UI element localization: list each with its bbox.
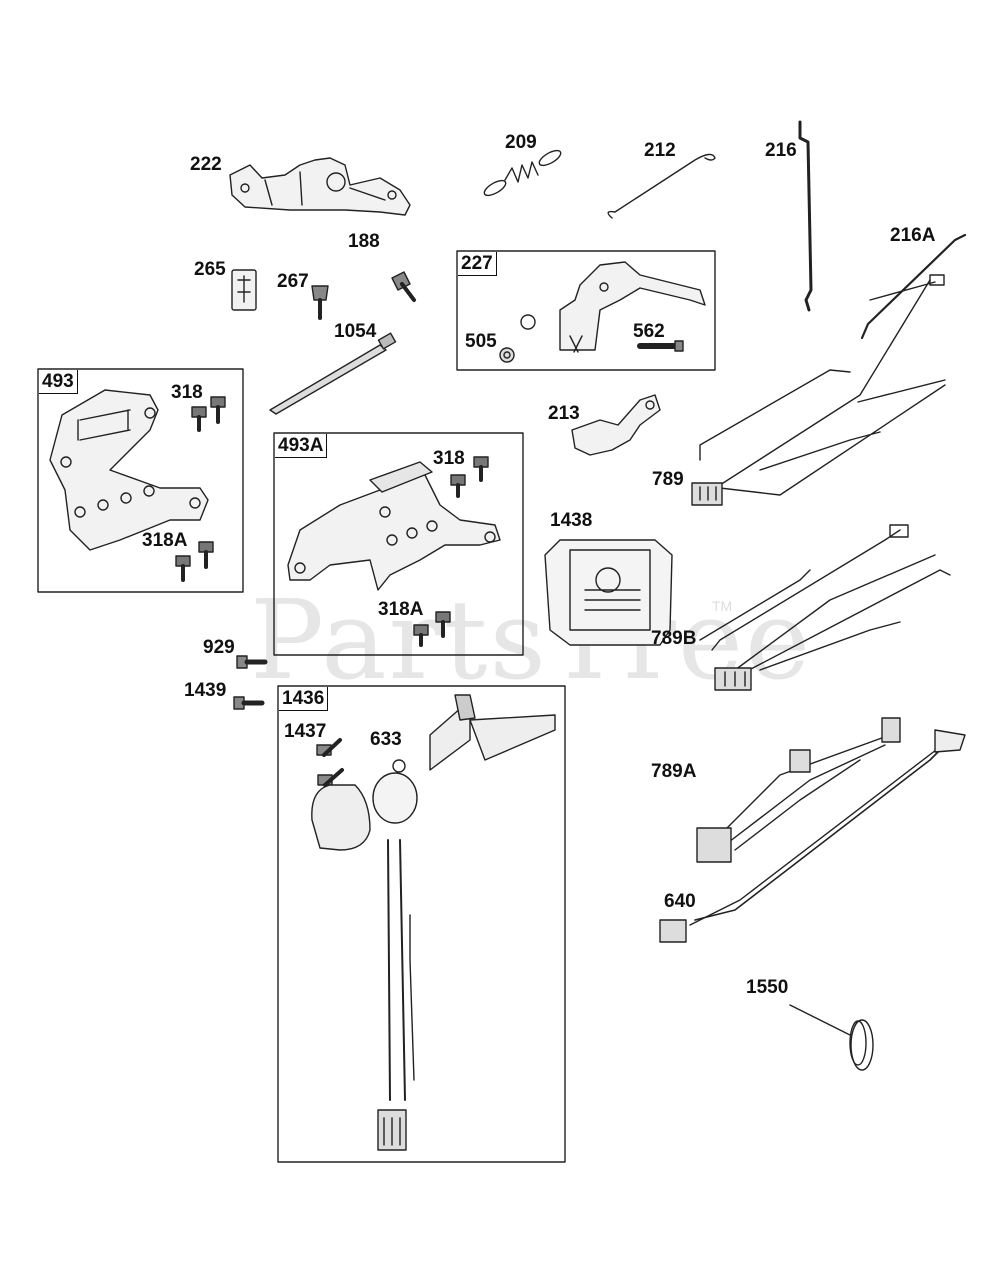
part-633-washer bbox=[392, 759, 406, 773]
label-212[interactable]: 212 bbox=[644, 140, 676, 161]
part-1436-switch bbox=[311, 694, 556, 1151]
part-1438-module bbox=[544, 539, 673, 646]
part-318-screw-set-a bbox=[191, 396, 226, 432]
label-318-a[interactable]: 318 bbox=[171, 382, 203, 403]
label-789A[interactable]: 789A bbox=[651, 761, 697, 782]
label-1439[interactable]: 1439 bbox=[184, 680, 227, 701]
label-562[interactable]: 562 bbox=[633, 321, 665, 342]
label-1436[interactable]: 1436 bbox=[279, 687, 329, 711]
label-216[interactable]: 216 bbox=[765, 140, 797, 161]
label-227[interactable]: 227 bbox=[458, 252, 497, 276]
part-209-spring bbox=[483, 149, 562, 197]
part-216A-rod bbox=[860, 233, 967, 340]
label-318A-a[interactable]: 318A bbox=[142, 530, 188, 551]
part-213-bracket bbox=[571, 394, 661, 456]
label-213[interactable]: 213 bbox=[548, 403, 580, 424]
part-222-bracket bbox=[229, 157, 411, 216]
label-789[interactable]: 789 bbox=[652, 469, 684, 490]
label-493A[interactable]: 493A bbox=[275, 434, 328, 458]
label-1437[interactable]: 1437 bbox=[284, 721, 327, 742]
part-789A-harness bbox=[696, 717, 901, 863]
part-493A-bracket bbox=[287, 461, 501, 591]
part-562-screw bbox=[637, 340, 684, 352]
label-1054[interactable]: 1054 bbox=[334, 321, 377, 342]
part-318A-screw-set-a bbox=[175, 541, 214, 582]
part-929-screw bbox=[236, 655, 268, 669]
label-505[interactable]: 505 bbox=[465, 331, 497, 352]
part-789-harness bbox=[691, 274, 946, 506]
label-222[interactable]: 222 bbox=[190, 154, 222, 175]
part-1054-cable-tie bbox=[269, 332, 397, 415]
part-318-screw-set-b bbox=[450, 456, 489, 498]
label-216A[interactable]: 216A bbox=[890, 225, 936, 246]
label-1438[interactable]: 1438 bbox=[550, 510, 593, 531]
part-227-bracket bbox=[520, 261, 706, 353]
label-929[interactable]: 929 bbox=[203, 637, 235, 658]
kit-493A-box bbox=[273, 432, 524, 656]
kit-493-box bbox=[37, 368, 244, 593]
label-1550[interactable]: 1550 bbox=[746, 977, 789, 998]
part-265-clip bbox=[231, 269, 257, 311]
part-789B-harness bbox=[699, 524, 951, 691]
part-267-screw bbox=[311, 285, 329, 320]
label-789B[interactable]: 789B bbox=[651, 628, 697, 649]
part-505-nut bbox=[499, 347, 515, 363]
part-1439-screw bbox=[233, 696, 265, 710]
label-493[interactable]: 493 bbox=[39, 370, 78, 394]
part-216-rod bbox=[798, 120, 813, 312]
label-318A-b[interactable]: 318A bbox=[378, 599, 424, 620]
kit-227-box bbox=[456, 250, 716, 371]
part-493-bracket bbox=[49, 389, 209, 551]
label-188[interactable]: 188 bbox=[348, 231, 380, 252]
trademark-mark: TM bbox=[712, 598, 733, 614]
label-267[interactable]: 267 bbox=[277, 271, 309, 292]
part-318A-screw-set-b bbox=[413, 611, 451, 647]
kit-1436-box bbox=[277, 685, 566, 1163]
part-212-rod bbox=[607, 153, 716, 219]
label-633[interactable]: 633 bbox=[370, 729, 402, 750]
label-265[interactable]: 265 bbox=[194, 259, 226, 280]
label-318-b[interactable]: 318 bbox=[433, 448, 465, 469]
part-188-screw bbox=[391, 271, 416, 302]
label-640[interactable]: 640 bbox=[664, 891, 696, 912]
label-209[interactable]: 209 bbox=[505, 132, 537, 153]
part-1550-pin bbox=[789, 1004, 874, 1071]
part-640-wire bbox=[659, 729, 966, 943]
part-1437-screws bbox=[316, 738, 344, 787]
